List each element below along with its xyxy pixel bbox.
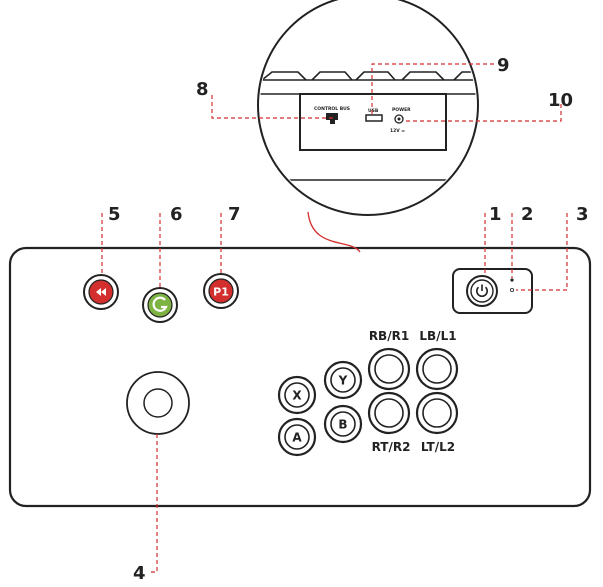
rewind-icon (96, 288, 106, 296)
callout-4: 4 (133, 563, 146, 584)
rear-panel-zoom: CONTROL BUS USB POWER 12V = (257, 0, 479, 216)
guide-button[interactable] (142, 287, 178, 323)
label-rt-r2: RT/R2 (372, 440, 411, 454)
button-b[interactable]: B (323, 404, 363, 444)
p1-label: P1 (213, 286, 229, 299)
label-lb-l1: LB/L1 (419, 329, 456, 343)
callout-7: 7 (228, 204, 241, 225)
power-icon (476, 284, 488, 298)
button-y-label: Y (338, 374, 348, 388)
callout-10: 10 (548, 90, 573, 111)
button-x-label: X (292, 389, 302, 403)
button-x[interactable]: X (277, 375, 317, 415)
usb-port: USB (365, 108, 383, 122)
callout-1: 1 (489, 204, 502, 225)
indicator-light (509, 287, 514, 292)
power-button-housing (452, 268, 533, 314)
callout-9: 9 (497, 55, 510, 76)
power-label: POWER (392, 107, 411, 113)
usb-label: USB (368, 108, 379, 114)
callout-6: 6 (170, 204, 183, 225)
control-bus-label: CONTROL BUS (314, 106, 350, 112)
callout-8: 8 (196, 79, 209, 100)
button-lb-l1[interactable] (415, 347, 459, 391)
button-b-label: B (338, 418, 347, 432)
label-lt-l2: LT/L2 (421, 440, 455, 454)
power-rating: 12V = (390, 128, 405, 134)
callout-3: 3 (576, 204, 589, 225)
leader-lines (101, 63, 568, 573)
p1-button[interactable]: P1 (203, 273, 239, 309)
button-lt-l2[interactable] (415, 391, 459, 435)
button-a-label: A (292, 431, 302, 445)
callout-5: 5 (108, 204, 121, 225)
rear-port-panel (299, 93, 447, 151)
zoom-connector-line (307, 211, 361, 253)
rewind-button[interactable] (83, 274, 119, 310)
callout-2: 2 (521, 204, 534, 225)
guide-icon (152, 296, 168, 312)
button-rt-r2[interactable] (367, 391, 411, 435)
button-a[interactable]: A (277, 417, 317, 457)
button-y[interactable]: Y (323, 360, 363, 400)
status-led (510, 278, 514, 282)
control-bus-port: CONTROL BUS (314, 106, 350, 124)
button-rb-r1[interactable] (367, 347, 411, 391)
power-button[interactable] (466, 275, 498, 307)
label-rb-r1: RB/R1 (369, 329, 409, 343)
joystick[interactable] (126, 371, 190, 435)
controller-body (8, 246, 592, 508)
power-port: POWER 12V = (390, 107, 411, 134)
